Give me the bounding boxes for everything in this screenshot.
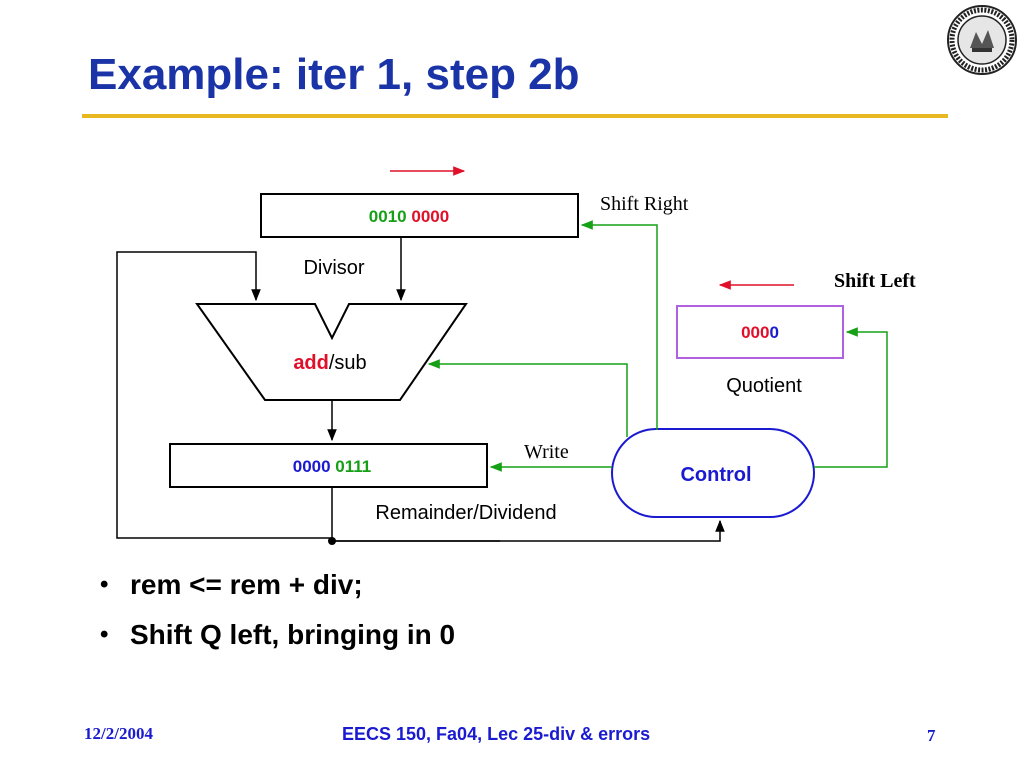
divisor-value: 0010 0000 <box>369 207 449 226</box>
footer-course: EECS 150, Fa04, Lec 25-div & errors <box>342 724 651 744</box>
control-shift-right-wire <box>580 220 658 430</box>
slide-title: Example: iter 1, step 2b <box>88 50 580 99</box>
write-signal-label: Write <box>524 441 569 463</box>
divisor-label: Divisor <box>303 257 364 279</box>
control-label: Control <box>680 464 751 486</box>
remainder-value: 0000 0111 <box>293 457 372 476</box>
bullet-dot-icon: • <box>100 621 109 648</box>
quotient-value: 0000 <box>741 323 779 342</box>
alu-adder-subtractor <box>195 303 468 401</box>
alu-operation-label: add/sub <box>293 352 366 374</box>
footer-date: 12/2/2004 <box>84 724 153 743</box>
bullet-dot-icon: • <box>100 571 109 598</box>
quotient-label: Quotient <box>726 375 802 397</box>
quotient-register <box>676 305 844 359</box>
wire-junction-dot <box>328 537 336 545</box>
remainder-sign-to-control-wire <box>332 519 725 542</box>
bullet-text: Shift Q left, bringing in 0 <box>130 619 456 650</box>
bullet-item: • rem <= rem + div; <box>100 568 455 618</box>
bullet-item: • Shift Q left, bringing in 0 <box>100 618 455 668</box>
bullet-text: rem <= rem + div; <box>130 569 363 600</box>
shift-left-signal-label: Shift Left <box>834 270 916 292</box>
remainder-feedback-wire <box>116 251 333 539</box>
control-unit <box>611 428 815 518</box>
remainder-label: Remainder/Dividend <box>375 502 556 524</box>
divisor-register <box>260 193 579 238</box>
remainder-register <box>169 443 488 488</box>
university-seal-icon <box>947 5 1017 75</box>
bullet-list: • rem <= rem + div; • Shift Q left, bringi… <box>100 568 455 668</box>
footer-page-number: 7 <box>927 726 936 745</box>
control-shift-left-wire <box>814 327 888 468</box>
shift-right-signal-label: Shift Right <box>600 193 689 215</box>
title-underline <box>82 114 948 118</box>
control-alu-op-wire <box>427 359 628 437</box>
